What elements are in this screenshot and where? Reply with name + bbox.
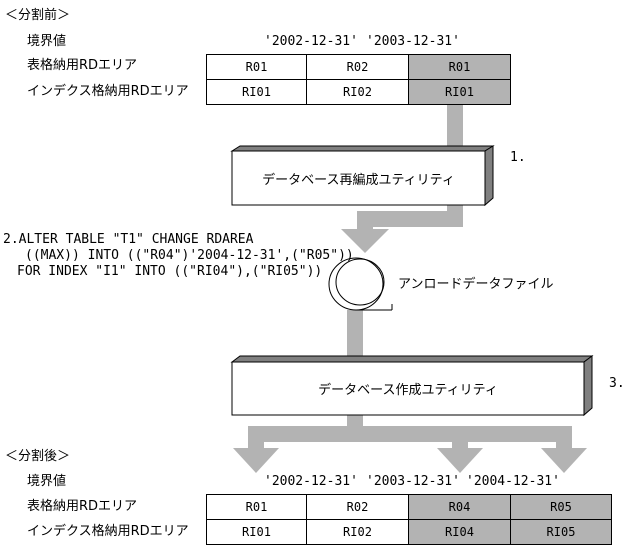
arrow-before-to-unload: [341, 104, 463, 253]
step2-line2: ((MAX)) INTO (("R04")'2004-12-31',("R05"…: [25, 248, 354, 263]
before-boundary-label: 境界値: [27, 34, 67, 49]
create-utility-box: [230, 355, 594, 417]
after-table-rdarea-cell: R01: [206, 494, 307, 520]
before-table-rdarea-cell: R01: [206, 54, 307, 80]
before-table-rdarea-cell: R01: [408, 54, 511, 80]
before-heading: ＜分割前＞: [5, 8, 71, 23]
after-boundary-value: '2004-12-31': [466, 474, 560, 489]
unload-file-label: アンロードデータファイル: [398, 277, 554, 292]
after-boundary-value: '2002-12-31': [264, 474, 358, 489]
step2-line3: FOR INDEX "I1" INTO (("RI04"),("RI05")): [17, 264, 323, 279]
after-index-rdarea-cell: RI05: [510, 519, 612, 545]
step2-line1: 2.ALTER TABLE "T1" CHANGE RDAREA: [3, 232, 254, 247]
after-heading: ＜分割後＞: [5, 449, 71, 464]
before-boundary-value: '2003-12-31': [366, 34, 460, 49]
before-index-rdarea-cell: RI01: [408, 79, 511, 105]
after-index-rdarea-label: インデクス格納用RDエリア: [27, 524, 189, 539]
before-table-rdarea-label: 表格納用RDエリア: [27, 58, 138, 73]
after-table-rdarea-cell: R05: [510, 494, 612, 520]
before-table-rdarea-cell: R02: [306, 54, 409, 80]
before-index-rdarea-label: インデクス格納用RDエリア: [27, 84, 189, 99]
after-table-rdarea-cell: R02: [306, 494, 409, 520]
step3-number: 3.: [609, 376, 625, 391]
after-table-rdarea-cell: R04: [408, 494, 511, 520]
after-index-rdarea-cell: RI02: [306, 519, 409, 545]
before-index-rdarea-cell: RI01: [206, 79, 307, 105]
step1-number: 1.: [510, 150, 526, 165]
after-table-rdarea-label: 表格納用RDエリア: [27, 499, 138, 514]
after-index-rdarea-cell: RI04: [408, 519, 511, 545]
before-boundary-value: '2002-12-31': [264, 34, 358, 49]
reorg-utility-label: データベース再編成ユティリティ: [262, 172, 455, 188]
after-boundary-value: '2003-12-31': [366, 474, 460, 489]
create-utility-label: データベース作成ユティリティ: [318, 383, 498, 398]
reorg-utility-box: [230, 145, 495, 207]
tape-reel-icon: [328, 257, 393, 311]
after-boundary-label: 境界値: [27, 474, 67, 489]
arrow-unload-to-after: [233, 310, 587, 473]
before-index-rdarea-cell: RI02: [306, 79, 409, 105]
after-index-rdarea-cell: RI01: [206, 519, 307, 545]
